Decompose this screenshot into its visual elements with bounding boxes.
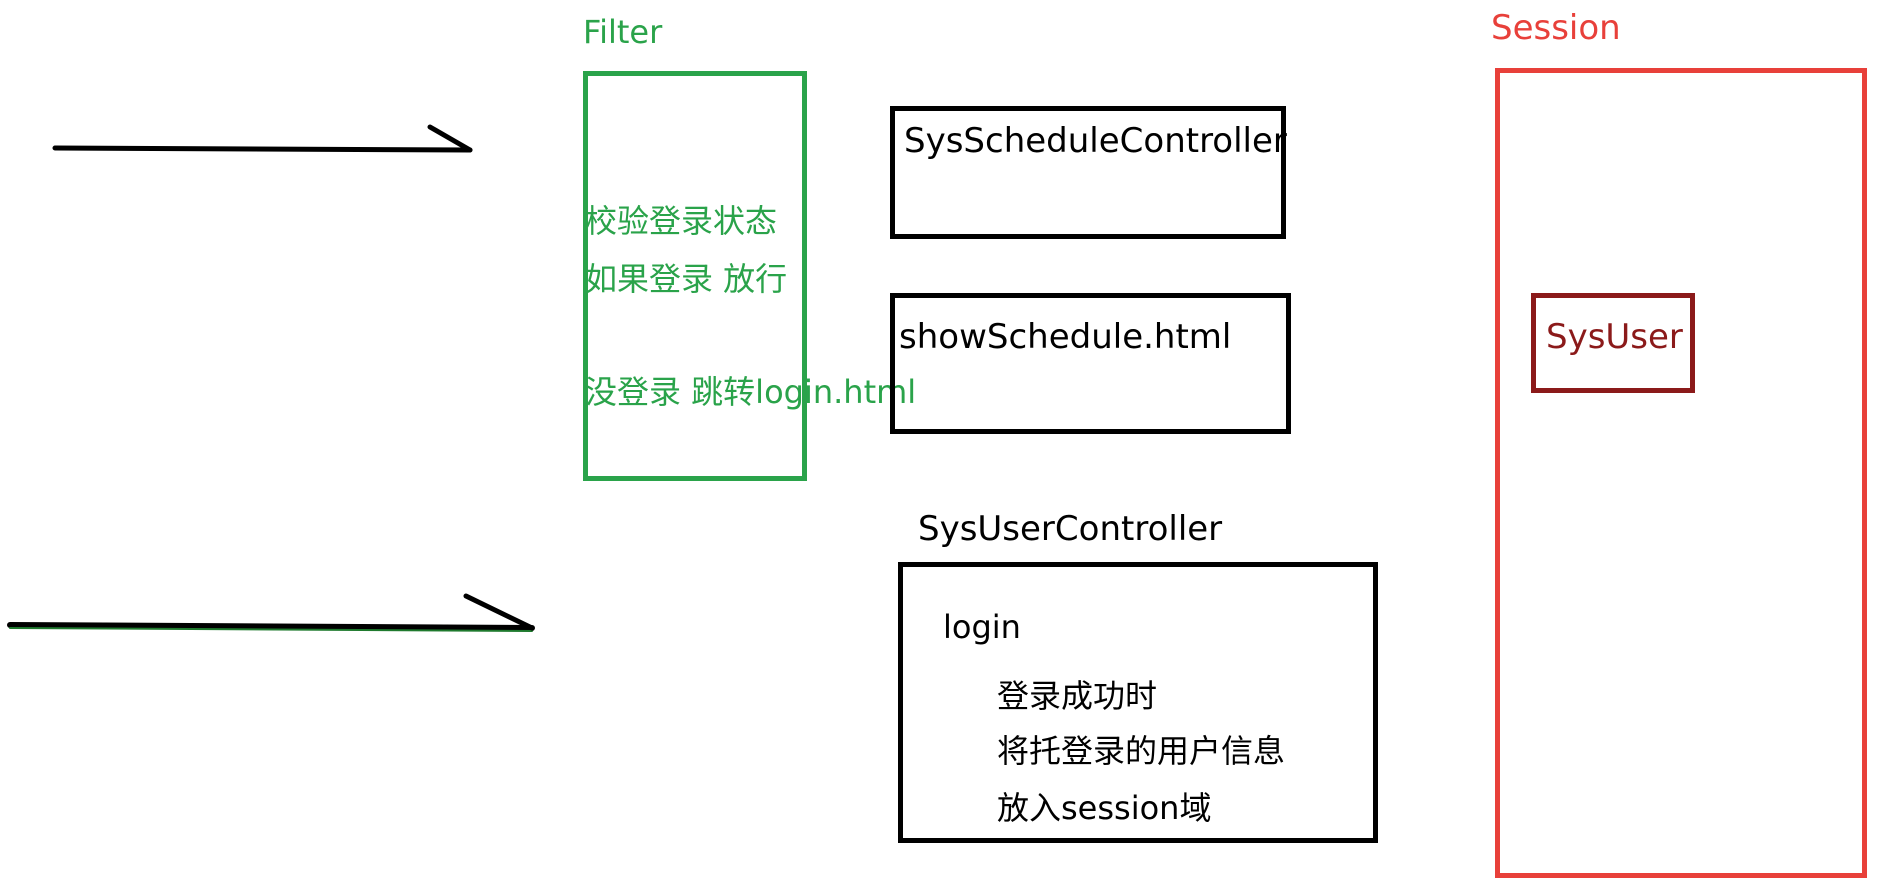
- filter-title: Filter: [583, 13, 663, 51]
- arrow-top: [52, 124, 473, 153]
- filter-line-check: 校验登录状态: [585, 202, 778, 240]
- login-note-session: 放入session域: [997, 789, 1212, 827]
- login-method-label: login: [943, 608, 1021, 646]
- login-note-success: 登录成功时: [997, 677, 1158, 715]
- sysuser-label: SysUser: [1546, 317, 1683, 357]
- filter-line-redirect: 没登录 跳转login.html: [585, 373, 917, 411]
- session-box: [1495, 68, 1867, 878]
- filter-box: [583, 71, 807, 481]
- sysuser-box: [1531, 293, 1695, 393]
- show-schedule-label: showSchedule.html: [899, 317, 1232, 357]
- login-note-user-info: 将托登录的用户信息: [997, 732, 1286, 770]
- session-title: Session: [1491, 8, 1621, 48]
- schedule-controller-box: [890, 106, 1286, 239]
- schedule-controller-label: SysScheduleController: [904, 121, 1287, 161]
- show-schedule-box: [890, 293, 1291, 434]
- arrow-bottom: [7, 593, 535, 632]
- filter-line-pass: 如果登录 放行: [585, 260, 788, 298]
- user-controller-title: SysUserController: [918, 509, 1223, 549]
- user-controller-box: [898, 562, 1378, 843]
